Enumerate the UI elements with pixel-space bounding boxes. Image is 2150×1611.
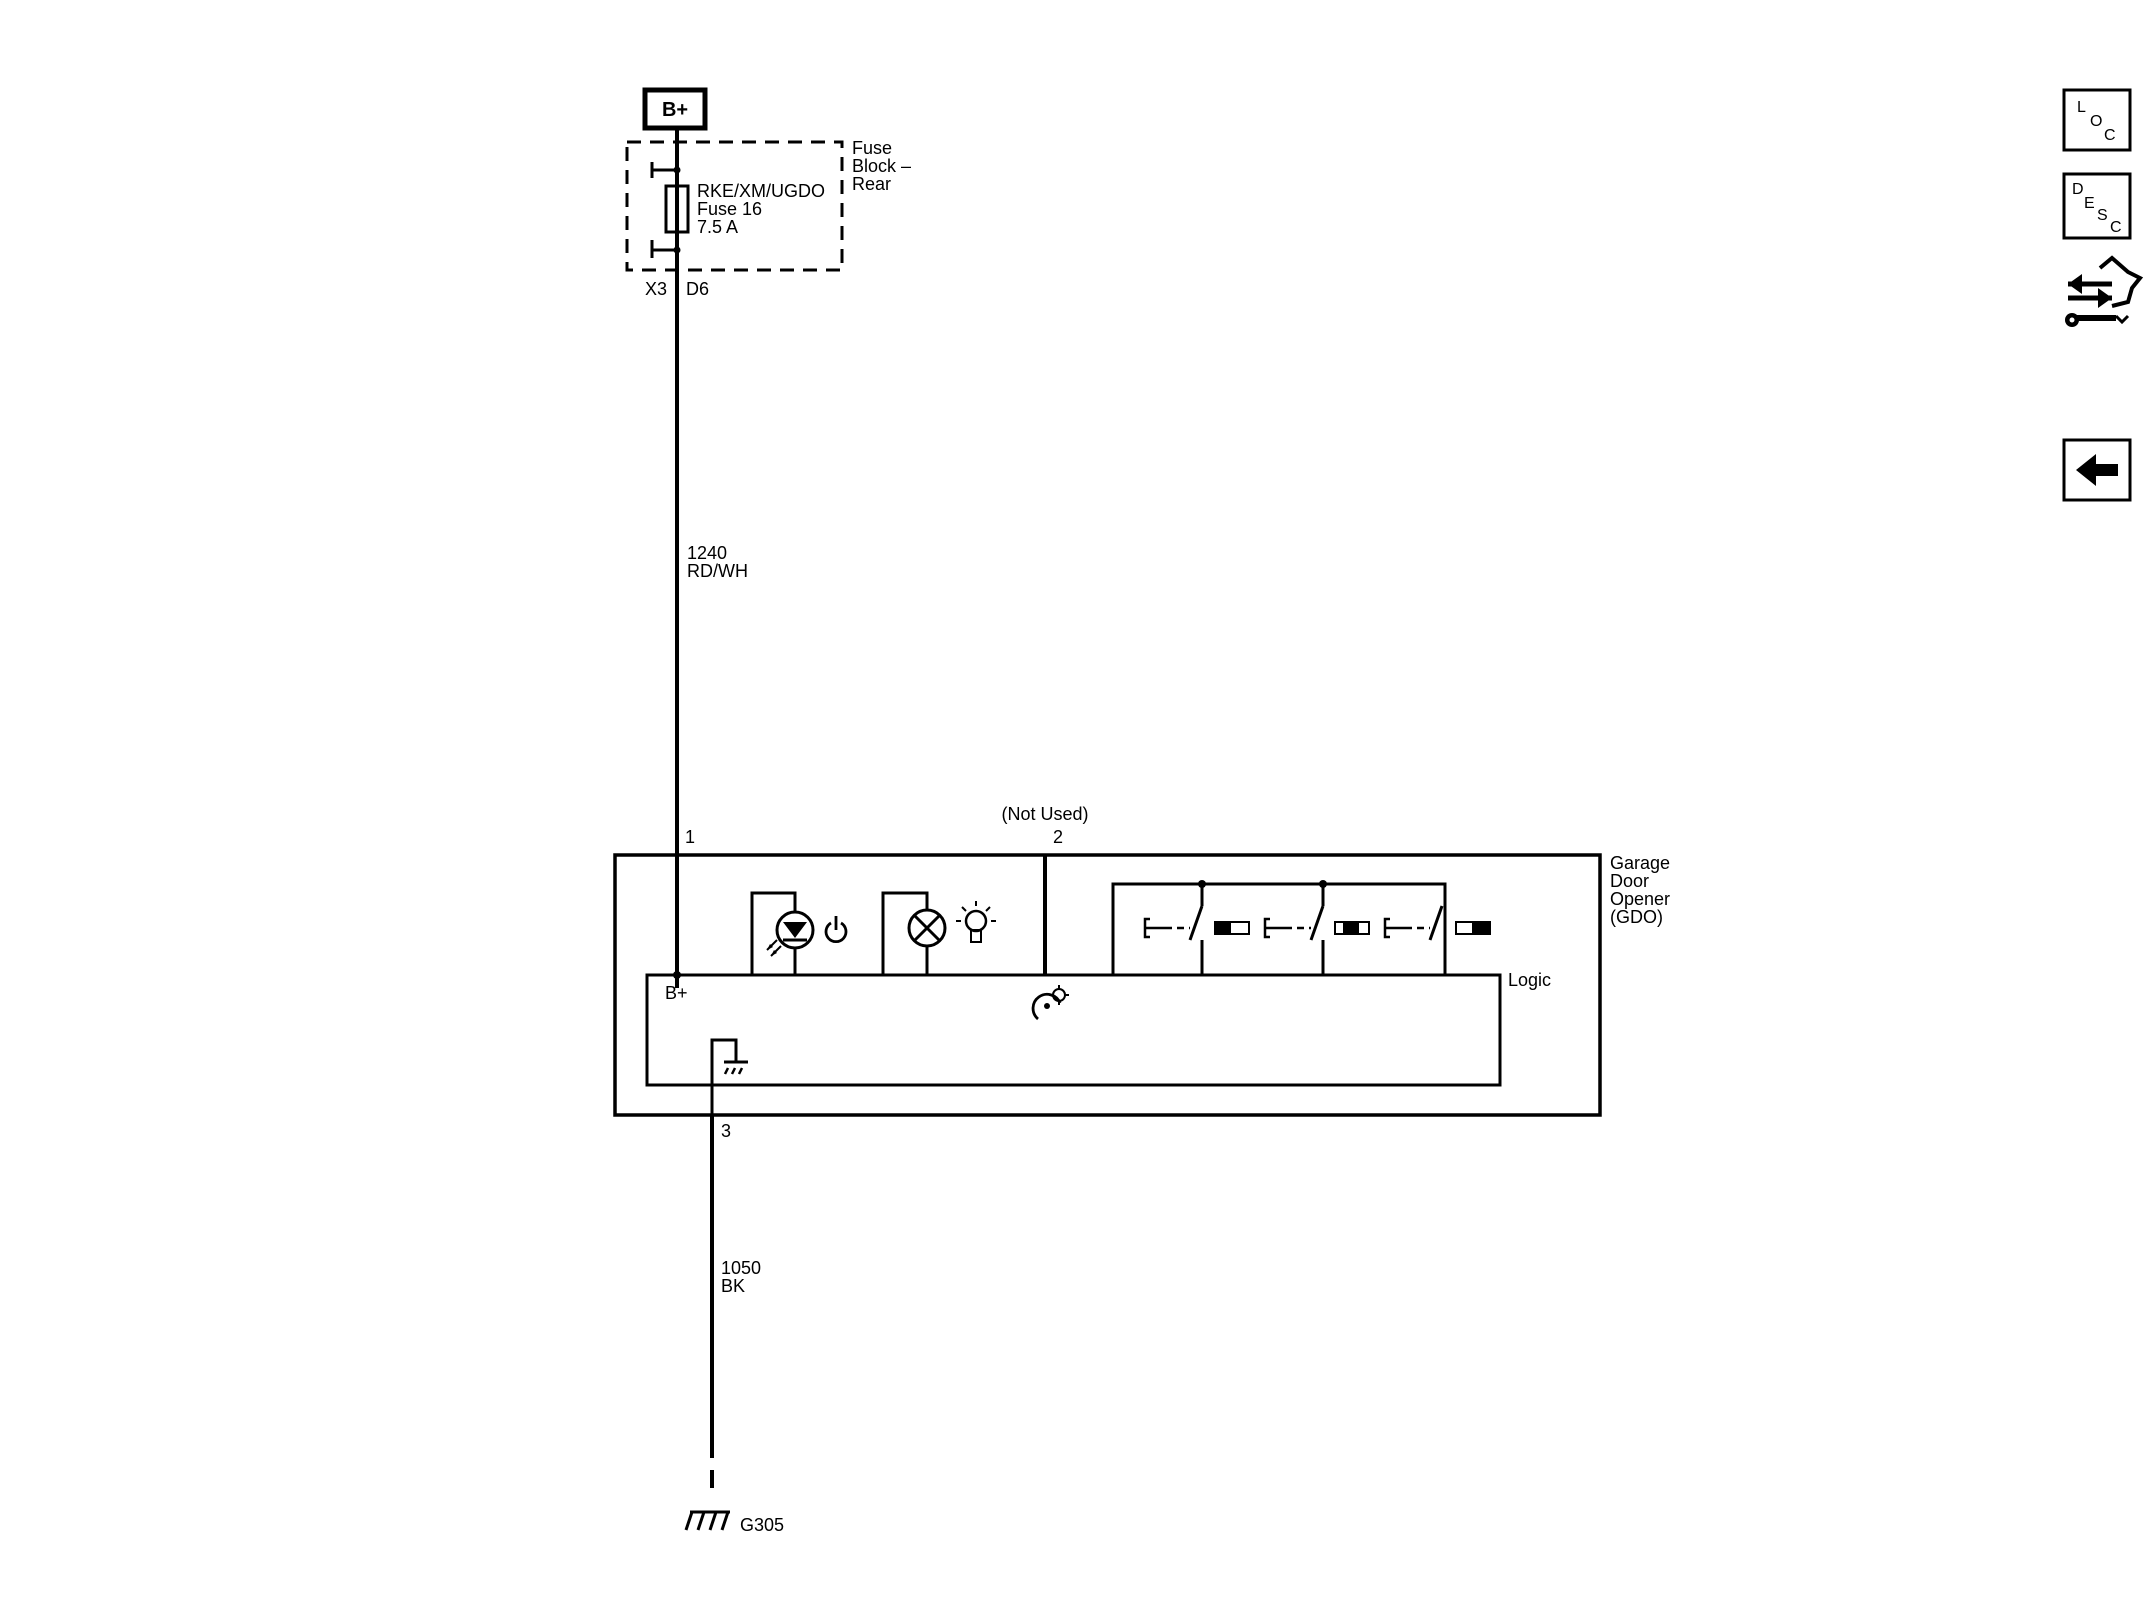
svg-text:S: S (2097, 207, 2108, 224)
logic-box (645, 973, 1502, 1087)
wire-1050-label: 1050 BK (721, 1258, 766, 1296)
switch-2-icon (1263, 884, 1370, 975)
fuse-block-rear: Fuse Block – Rear RKE/XM/UGDO Fuse 16 7.… (625, 138, 916, 299)
logic-label: Logic (1508, 970, 1551, 990)
internal-ground-icon (710, 1038, 748, 1115)
back-arrow-icon (2076, 454, 2118, 486)
switch-3-icon (1383, 905, 1491, 941)
lamp-icon (881, 891, 947, 975)
logic-gear-icon (1031, 985, 1069, 1021)
light-bulb-icon (956, 901, 996, 943)
svg-text:C: C (2104, 127, 2116, 144)
svg-text:O: O (2090, 113, 2102, 130)
module-name: Garage Door Opener (GDO) (1610, 853, 1675, 927)
connector-repair-icon[interactable] (2065, 255, 2144, 327)
switch-1-icon (1143, 884, 1250, 975)
pin-3-label: 3 (721, 1121, 731, 1141)
svg-text:C: C (2110, 219, 2122, 236)
description-button[interactable]: D E S C (2062, 172, 2132, 240)
power-symbol-icon (824, 916, 848, 944)
svg-text:D: D (2072, 181, 2084, 198)
connector-x3-label: X3 (645, 279, 667, 299)
wire-1240-label: 1240 RD/WH (687, 543, 748, 581)
pin-2-label: 2 (1053, 827, 1063, 847)
power-label: B+ (662, 99, 688, 121)
svg-text:E: E (2084, 195, 2095, 212)
pin-1-label: 1 (685, 827, 695, 847)
ground-label: G305 (740, 1515, 784, 1535)
garage-door-opener-module: Garage Door Opener (GDO) Logic B+ (613, 853, 1675, 1117)
ground-g305: G305 (684, 1510, 784, 1535)
fuse-label: RKE/XM/UGDO Fuse 16 7.5 A (697, 181, 830, 237)
fuse-block-name: Fuse Block – Rear (852, 138, 916, 194)
led-indicator-icon (750, 891, 815, 975)
connector-d6-label: D6 (686, 279, 709, 299)
svg-text:L: L (2077, 99, 2086, 116)
battery-positive-source: B+ (642, 87, 708, 131)
logic-bplus-label: B+ (665, 983, 688, 1003)
location-button[interactable]: L O C (2062, 88, 2132, 152)
button-switch-bank (1111, 880, 1491, 975)
pin-2-note: (Not Used) (1001, 804, 1088, 824)
back-arrow-button[interactable] (2062, 438, 2132, 502)
